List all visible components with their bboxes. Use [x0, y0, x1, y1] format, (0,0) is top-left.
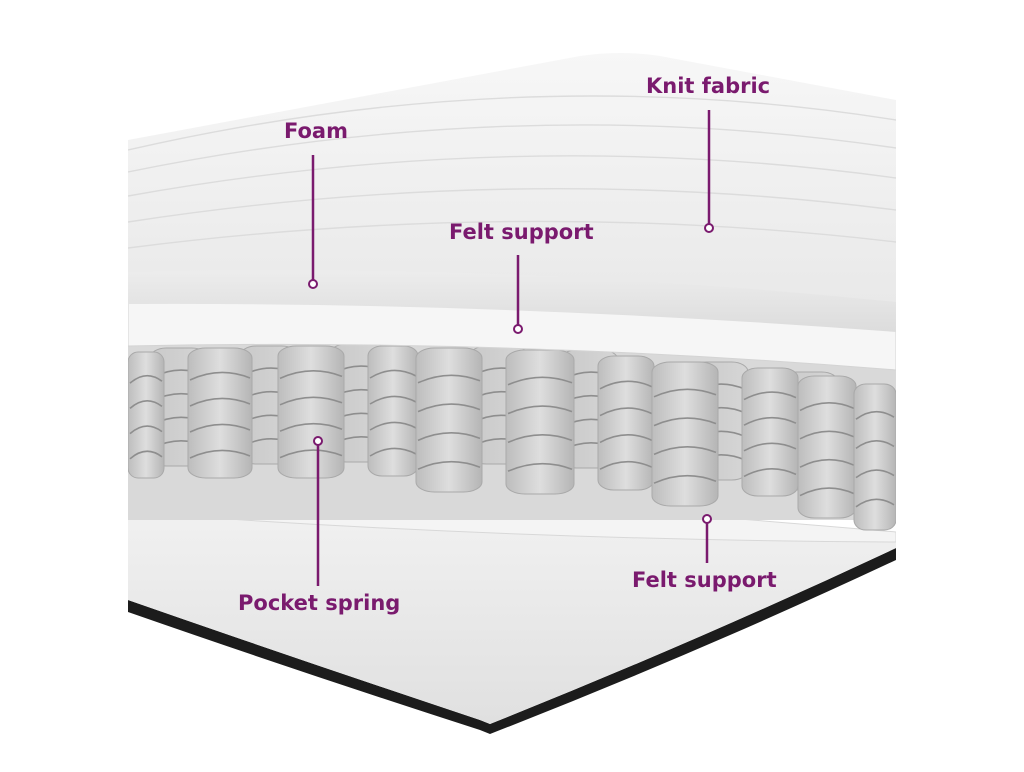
- spring-turn: [855, 498, 895, 508]
- spring-turn: [743, 416, 797, 426]
- spring-turn: [653, 417, 717, 427]
- callout-leaders: [308, 110, 714, 586]
- spring-turn: [189, 423, 251, 433]
- pocket-spring-coil: [367, 345, 419, 477]
- spring-turn: [369, 447, 417, 457]
- spring-turn: [743, 468, 797, 478]
- leader-dot-knit-fabric: [704, 223, 714, 233]
- spring-turn: [369, 395, 417, 405]
- spring-turn: [799, 458, 855, 468]
- spring-turn: [855, 440, 895, 450]
- spring-turn: [129, 400, 163, 410]
- spring-turn: [799, 487, 855, 497]
- pocket-spring-coil: [187, 347, 253, 479]
- spring-body: [741, 367, 799, 497]
- quilt-line: [128, 187, 896, 223]
- callout-label-pocket-spring: Pocket spring: [238, 591, 401, 615]
- leader-dot-foam: [308, 279, 318, 289]
- spring-turn: [189, 449, 251, 459]
- spring-row-front: [128, 345, 896, 531]
- spring-turn: [189, 397, 251, 407]
- spring-turn: [417, 460, 481, 470]
- spring-turn: [599, 407, 653, 417]
- spring-turn: [743, 391, 797, 401]
- spring-turn: [653, 446, 717, 456]
- quilt-line: [128, 95, 896, 151]
- pocket-spring-coil: [415, 347, 483, 493]
- spring-body: [277, 345, 345, 479]
- spring-turn: [507, 405, 573, 415]
- spring-turn: [417, 403, 481, 413]
- spring-turn: [599, 434, 653, 444]
- pocket-spring-coil: [853, 383, 896, 531]
- spring-turn: [129, 425, 163, 435]
- spring-turn: [799, 402, 855, 412]
- spring-body: [128, 351, 165, 479]
- spring-turn: [279, 396, 343, 406]
- spring-body: [415, 347, 483, 493]
- knit-fabric-quilting: [128, 95, 896, 249]
- spring-turn: [369, 369, 417, 379]
- spring-turn: [507, 462, 573, 472]
- leader-dot-felt-support-bottom: [702, 514, 712, 524]
- pocket-spring-coil: [741, 367, 799, 497]
- spring-turn: [799, 430, 855, 440]
- mattress-base-layer: [128, 510, 896, 724]
- spring-turn: [279, 370, 343, 380]
- spring-body: [505, 349, 575, 495]
- quilt-line: [128, 124, 896, 173]
- leader-dot-pocket-spring: [313, 436, 323, 446]
- spring-turn: [855, 469, 895, 479]
- pocket-spring-coil: [277, 345, 345, 479]
- spring-turn: [653, 474, 717, 484]
- spring-turn: [855, 410, 895, 420]
- spring-turn: [189, 371, 251, 381]
- spring-turn: [129, 450, 163, 460]
- pocket-spring-coil: [651, 361, 719, 507]
- spring-turn: [599, 380, 653, 390]
- callout-label-knit-fabric: Knit fabric: [646, 74, 771, 98]
- spring-turn: [279, 422, 343, 432]
- spring-turn: [743, 442, 797, 452]
- spring-body: [597, 355, 655, 491]
- spring-turn: [129, 374, 163, 384]
- callout-label-foam: Foam: [284, 119, 348, 143]
- pocket-spring-coil: [797, 375, 857, 519]
- spring-turn: [369, 421, 417, 431]
- spring-body: [367, 345, 419, 477]
- spring-body: [853, 383, 896, 531]
- spring-turn: [599, 460, 653, 470]
- callout-label-felt-support-top: Felt support: [449, 220, 594, 244]
- spring-body: [651, 361, 719, 507]
- pocket-spring-coil: [128, 351, 165, 479]
- pocket-spring-coil: [505, 349, 575, 495]
- quilt-line: [128, 155, 896, 197]
- spring-turn: [417, 432, 481, 442]
- quilt-line: [128, 220, 896, 249]
- callout-label-felt-support-bottom: Felt support: [632, 568, 777, 592]
- leader-dot-felt-support-top: [513, 324, 523, 334]
- spring-turn: [507, 376, 573, 386]
- spring-body: [187, 347, 253, 479]
- spring-turn: [653, 388, 717, 398]
- pocket-spring-coil: [597, 355, 655, 491]
- spring-body: [797, 375, 857, 519]
- spring-turn: [507, 434, 573, 444]
- spring-turn: [279, 449, 343, 459]
- spring-turn: [417, 374, 481, 384]
